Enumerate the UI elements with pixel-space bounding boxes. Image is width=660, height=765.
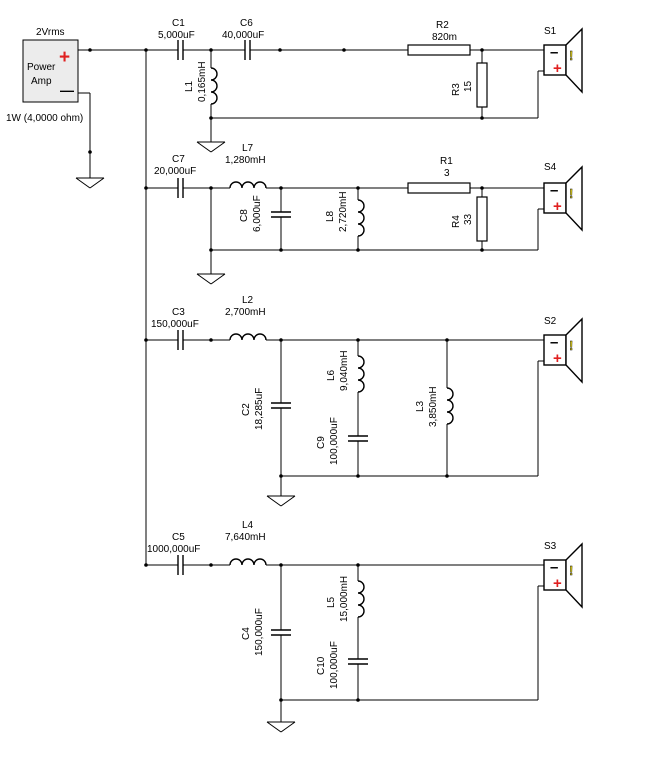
c3-value: 150,000uF bbox=[151, 319, 199, 330]
s4-minus: – bbox=[550, 182, 558, 199]
s2-minus: – bbox=[550, 334, 558, 351]
resistor-r3 bbox=[476, 62, 488, 108]
l3-value: 3,850mH bbox=[428, 386, 439, 427]
inductor-l8 bbox=[357, 199, 365, 237]
s4-warning-icon: ! bbox=[569, 186, 573, 201]
capacitor-c5 bbox=[177, 555, 184, 575]
amp-name-line2: Amp bbox=[31, 76, 52, 87]
l6-ref: L6 bbox=[326, 369, 337, 381]
c1-value: 5,000uF bbox=[158, 30, 195, 41]
power-amp: 2Vrms Power Amp + — 1W (4,0000 ohm) bbox=[6, 27, 83, 124]
r2-ref: R2 bbox=[436, 20, 449, 31]
resistor-r4 bbox=[476, 196, 488, 242]
ground-symbol bbox=[266, 721, 296, 733]
s2-label: S2 bbox=[544, 316, 557, 327]
ground-symbol bbox=[75, 177, 105, 189]
c2-value: 18,285uF bbox=[254, 388, 265, 430]
inductor-l2 bbox=[229, 333, 267, 341]
s4-plus: + bbox=[553, 198, 562, 215]
capacitor-c3 bbox=[177, 330, 184, 350]
l2-ref: L2 bbox=[242, 295, 254, 306]
capacitor-c10 bbox=[348, 658, 368, 665]
c4-ref: C4 bbox=[241, 627, 252, 640]
c7-value: 20,000uF bbox=[154, 166, 196, 177]
c8-value: 6,000uF bbox=[252, 195, 263, 232]
inductor-l4 bbox=[229, 558, 267, 566]
r3-ref: R3 bbox=[451, 83, 462, 96]
c9-value: 100,000uF bbox=[329, 417, 340, 465]
s4-label: S4 bbox=[544, 162, 557, 173]
ground-symbol bbox=[196, 141, 226, 153]
c1-ref: C1 bbox=[172, 18, 185, 29]
c7-ref: C7 bbox=[172, 154, 185, 165]
c3-ref: C3 bbox=[172, 307, 185, 318]
r3-value: 15 bbox=[463, 80, 474, 92]
amp-power-label: 1W (4,0000 ohm) bbox=[6, 113, 83, 124]
s2-warning-icon: ! bbox=[569, 338, 573, 353]
capacitor-c6 bbox=[244, 40, 251, 60]
inductor-l5 bbox=[357, 580, 365, 618]
s3-warning-icon: ! bbox=[569, 563, 573, 578]
ground-symbol bbox=[196, 273, 226, 285]
l7-ref: L7 bbox=[242, 143, 254, 154]
l5-ref: L5 bbox=[326, 596, 337, 608]
r1-value: 3 bbox=[444, 168, 450, 179]
s1-minus: – bbox=[550, 44, 558, 61]
capacitor-c9 bbox=[348, 435, 368, 442]
s1-label: S1 bbox=[544, 26, 557, 37]
s3-minus: – bbox=[550, 559, 558, 576]
capacitor-c8 bbox=[271, 211, 291, 218]
l5-value: 15,000mH bbox=[339, 576, 350, 622]
l4-value: 7,640mH bbox=[225, 532, 266, 543]
l3-ref: L3 bbox=[415, 400, 426, 412]
speaker-s2: S2 – + ! bbox=[543, 316, 583, 384]
speaker-s4: S4 – + ! bbox=[543, 162, 583, 232]
capacitor-c4 bbox=[271, 629, 291, 636]
c5-ref: C5 bbox=[172, 532, 185, 543]
amp-plus-terminal: + bbox=[59, 47, 70, 68]
s3-plus: + bbox=[553, 575, 562, 592]
capacitor-c7 bbox=[177, 178, 184, 198]
inductor-l7 bbox=[229, 181, 267, 189]
l4-ref: L4 bbox=[242, 520, 254, 531]
l2-value: 2,700mH bbox=[225, 307, 266, 318]
c5-value: 1000,000uF bbox=[147, 544, 200, 555]
l8-ref: L8 bbox=[325, 210, 336, 222]
r4-ref: R4 bbox=[451, 215, 462, 228]
c4-value: 150,000uF bbox=[254, 608, 265, 656]
speaker-s1: S1 – + ! bbox=[543, 26, 583, 94]
s1-warning-icon: ! bbox=[569, 48, 573, 63]
inductor-l1 bbox=[210, 67, 218, 105]
l1-value: 0,165mH bbox=[197, 61, 208, 102]
s1-plus: + bbox=[553, 60, 562, 77]
c10-value: 100,000uF bbox=[329, 641, 340, 689]
c10-ref: C10 bbox=[316, 656, 327, 675]
c8-ref: C8 bbox=[239, 209, 250, 222]
amp-name-line1: Power bbox=[27, 62, 56, 73]
s2-plus: + bbox=[553, 350, 562, 367]
resistor-r1 bbox=[407, 182, 471, 194]
r1-ref: R1 bbox=[440, 156, 453, 167]
capacitor-c1 bbox=[177, 40, 184, 60]
l8-value: 2,720mH bbox=[338, 191, 349, 232]
ground-symbol bbox=[266, 495, 296, 507]
r2-value: 820m bbox=[432, 32, 457, 43]
speaker-s3: S3 – + ! bbox=[543, 541, 583, 609]
c6-value: 40,000uF bbox=[222, 30, 264, 41]
c9-ref: C9 bbox=[316, 436, 327, 449]
resistor-r2 bbox=[407, 44, 471, 56]
source-voltage-label: 2Vrms bbox=[36, 27, 65, 38]
inductor-l3 bbox=[446, 387, 454, 425]
l6-value: 9,040mH bbox=[339, 350, 350, 391]
amp-minus-terminal: — bbox=[60, 82, 74, 98]
s3-label: S3 bbox=[544, 541, 557, 552]
c6-ref: C6 bbox=[240, 18, 253, 29]
inductor-l6 bbox=[357, 355, 365, 393]
c2-ref: C2 bbox=[241, 403, 252, 416]
capacitor-c2 bbox=[271, 402, 291, 409]
r4-value: 33 bbox=[463, 213, 474, 225]
l1-ref: L1 bbox=[184, 80, 195, 92]
l7-value: 1,280mH bbox=[225, 155, 266, 166]
